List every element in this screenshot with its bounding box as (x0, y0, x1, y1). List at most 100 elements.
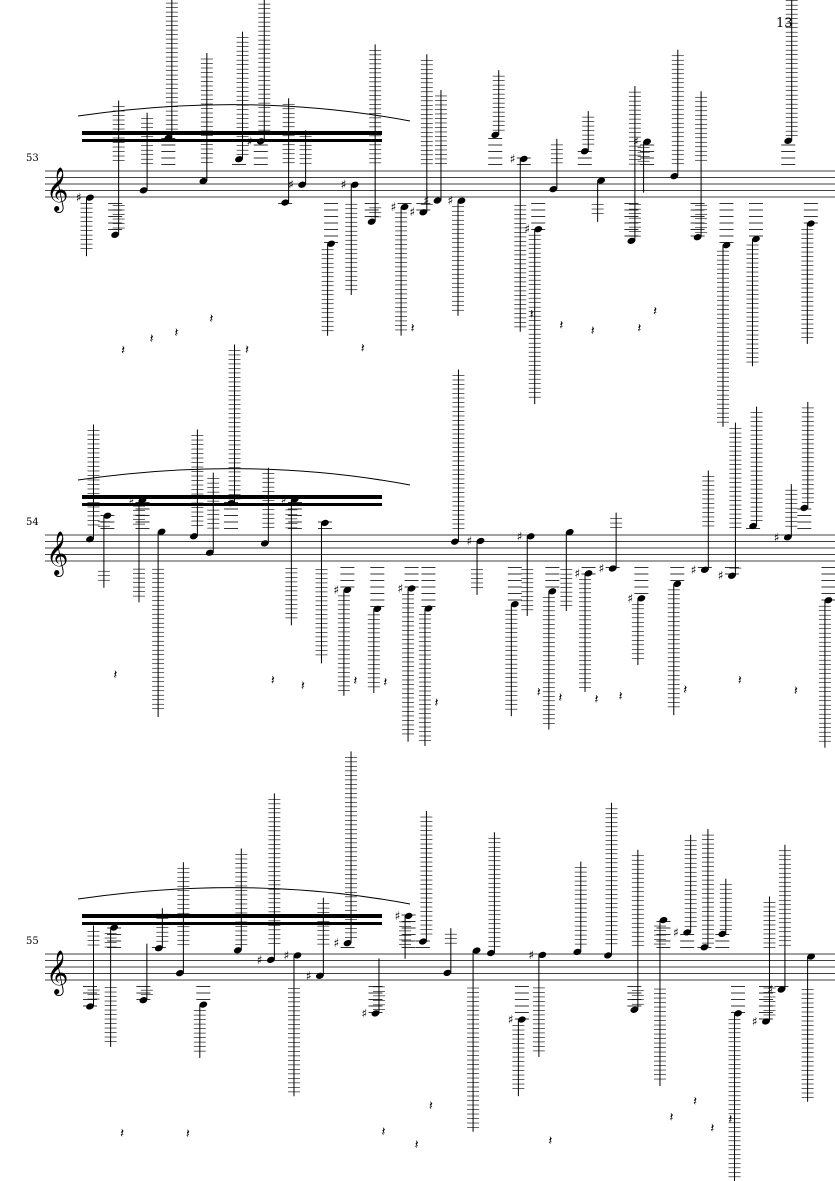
notehead (139, 997, 148, 1004)
sharp-icon: ♯ (76, 191, 82, 205)
notehead (584, 570, 593, 577)
notehead (227, 499, 235, 507)
sharp-icon: ♯ (673, 925, 679, 939)
sharp-icon: ♯ (128, 493, 134, 507)
notehead (565, 529, 574, 536)
notehead (526, 533, 535, 540)
notehead (189, 533, 198, 540)
notehead (154, 945, 163, 952)
notehead (548, 588, 557, 595)
sharp-icon: ♯ (599, 561, 605, 575)
notehead (424, 605, 433, 612)
notehead (350, 181, 359, 188)
beam (82, 922, 382, 925)
notehead (298, 181, 307, 188)
rest-icon: 𝄽 (530, 307, 534, 322)
notehead (777, 986, 786, 993)
notehead (549, 185, 558, 193)
rest-icon: 𝄽 (669, 1110, 673, 1125)
notehead (722, 242, 731, 249)
notehead (472, 947, 481, 954)
rest-icon: 𝄽 (683, 683, 687, 698)
notehead (404, 912, 413, 920)
sharp-icon: ♯ (333, 583, 339, 597)
rest-icon: 𝄽 (113, 668, 117, 683)
notehead (419, 209, 428, 216)
notehead (139, 187, 148, 194)
notehead (138, 496, 147, 504)
rest-icon: 𝄽 (361, 342, 365, 357)
rest-icon: 𝄽 (537, 685, 541, 700)
sharp-icon: ♯ (774, 530, 780, 544)
notehead (321, 519, 329, 527)
treble-clef-icon: 𝄞 (46, 167, 68, 213)
notehead (762, 1018, 770, 1025)
rest-icon: 𝄽 (558, 691, 562, 706)
rest-icon: 𝄽 (121, 344, 125, 359)
notehead (608, 565, 617, 572)
rest-icon: 𝄽 (245, 343, 249, 358)
rest-icon: 𝄽 (120, 1127, 124, 1142)
sharp-icon: ♯ (633, 135, 639, 149)
sharp-icon: ♯ (752, 1014, 758, 1028)
notehead (443, 969, 452, 977)
rest-icon: 𝄽 (271, 674, 275, 689)
notehead (367, 218, 376, 225)
notehead (199, 1001, 208, 1008)
treble-clef-icon: 𝄞 (46, 950, 68, 996)
notehead (111, 231, 120, 238)
notehead (315, 972, 324, 979)
rest-icon: 𝄽 (174, 326, 178, 341)
notehead (683, 929, 692, 936)
sharp-icon: ♯ (398, 581, 404, 595)
sharp-icon: ♯ (448, 194, 454, 208)
notehead (233, 947, 242, 954)
slur (77, 468, 411, 486)
beam (82, 914, 382, 918)
notehead (157, 528, 166, 535)
sharp-icon: ♯ (283, 948, 289, 962)
notehead (457, 197, 466, 204)
notehead (433, 197, 442, 204)
notehead (700, 566, 709, 573)
rest-icon: 𝄽 (411, 322, 415, 337)
notehead (538, 951, 547, 959)
sharp-icon: ♯ (467, 534, 473, 548)
page-number: 13 (776, 16, 793, 31)
sharp-icon: ♯ (508, 1013, 514, 1027)
beam (82, 131, 382, 135)
measure-number: 54 (26, 517, 39, 528)
sharp-icon: ♯ (767, 983, 773, 997)
notehead (670, 172, 679, 180)
sharp-icon: ♯ (361, 1006, 367, 1020)
notehead (86, 194, 94, 201)
rest-icon: 𝄽 (637, 322, 641, 337)
notehead (627, 237, 636, 244)
notehead (784, 137, 793, 144)
notehead (235, 156, 243, 163)
sharp-icon: ♯ (395, 909, 401, 923)
notehead (718, 930, 727, 938)
rest-icon: 𝄽 (383, 675, 387, 690)
notehead (199, 177, 208, 185)
notehead (290, 496, 299, 503)
rest-icon: 𝄽 (591, 324, 595, 339)
sharp-icon: ♯ (247, 134, 253, 148)
notehead (604, 952, 612, 959)
rest-icon: 𝄽 (381, 1125, 385, 1140)
sharp-icon: ♯ (524, 222, 530, 236)
notehead (110, 924, 119, 931)
notehead (419, 938, 427, 945)
notehead (673, 580, 682, 588)
sharp-icon: ♯ (288, 178, 294, 192)
notehead (630, 1006, 639, 1013)
notehead (491, 131, 500, 138)
notehead (371, 1010, 380, 1017)
sharp-icon: ♯ (341, 178, 347, 192)
beam (82, 495, 382, 499)
notehead (517, 1016, 526, 1023)
notehead (519, 155, 528, 163)
notehead (487, 949, 495, 957)
rest-icon: 𝄽 (619, 689, 623, 704)
